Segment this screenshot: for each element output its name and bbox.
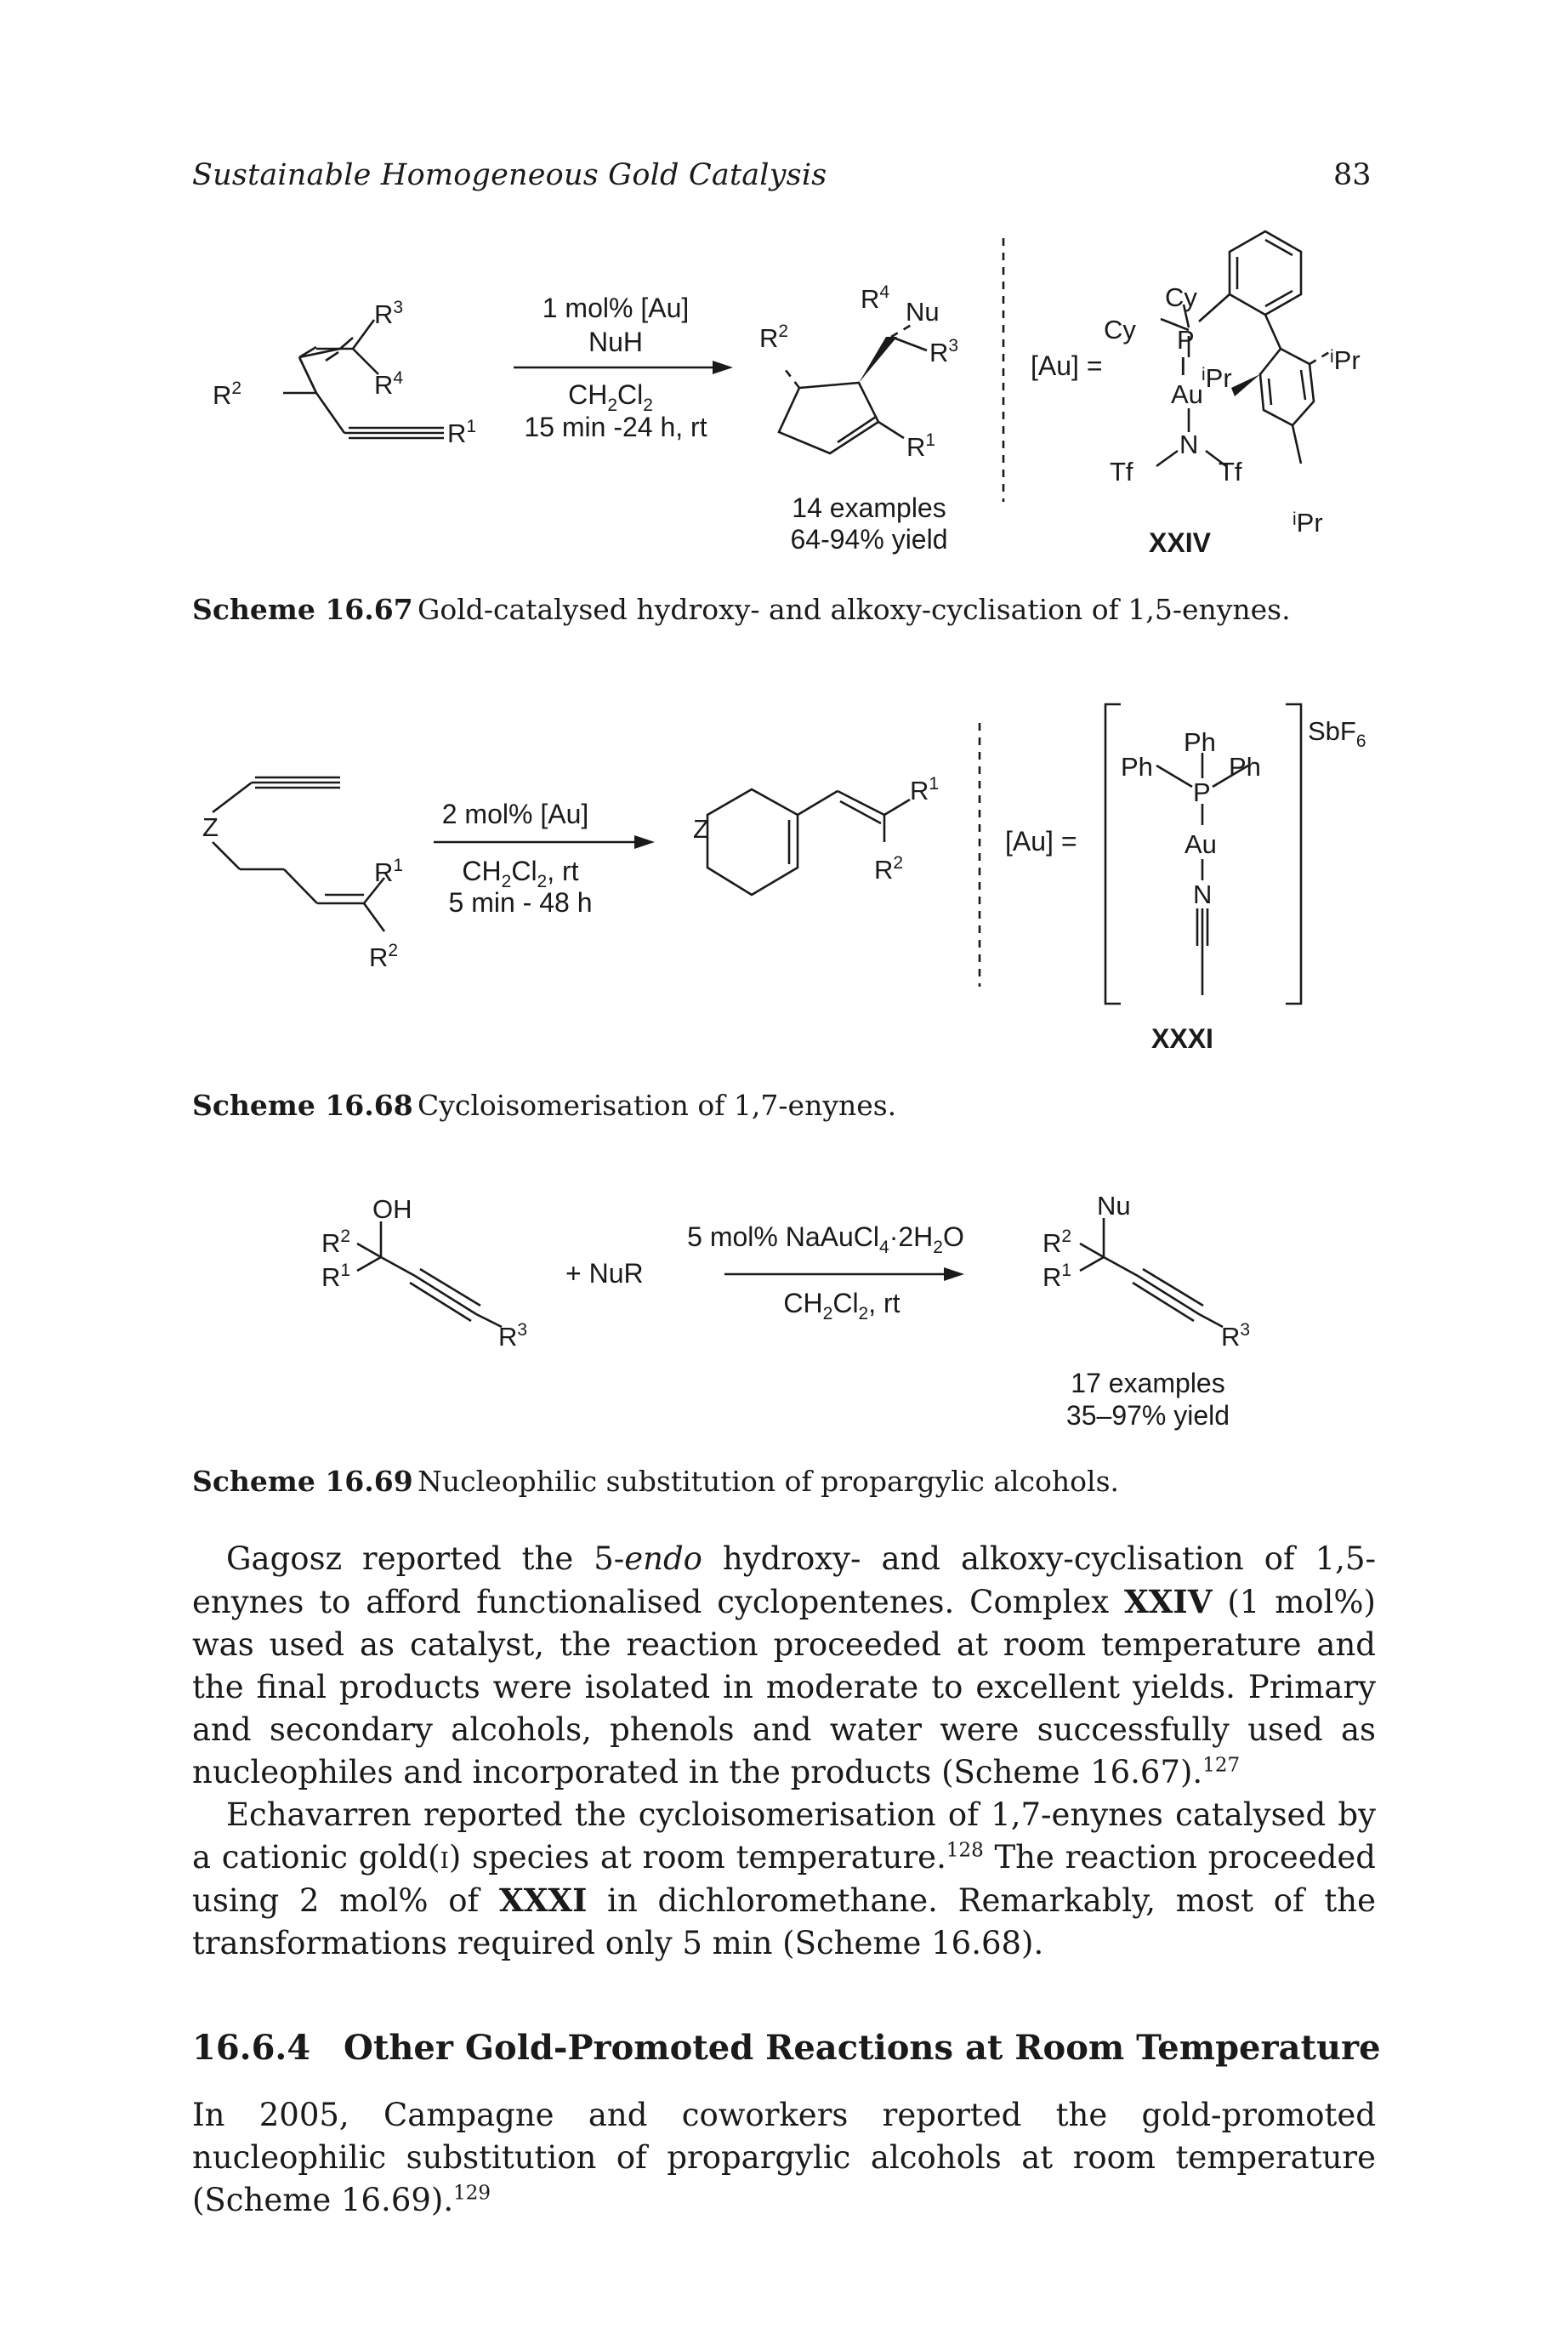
s69-reagent: + NuR <box>565 1258 644 1289</box>
scheme-16-69: R2 OH R1 R3 + NuR 5 mol% NaAuCl4·2H2O CH… <box>321 1191 1250 1431</box>
sm-enyne-15 <box>283 319 444 440</box>
prod69-r2: R2 <box>1042 1227 1071 1258</box>
s68-cond-below-2: 5 min - 48 h <box>449 887 593 918</box>
xxxi-au: Au <box>1185 829 1217 859</box>
sm68-z: Z <box>202 812 219 842</box>
catalyst-xxxi-structure <box>1156 753 1249 995</box>
caption-16-69-label: Scheme 16.69 <box>192 1465 413 1498</box>
xxiv-label: XXIV <box>1149 527 1212 558</box>
sm-r4-label: R4 <box>374 368 403 400</box>
xxiv-bar: I <box>1179 351 1187 381</box>
caption-16-67-label: Scheme 16.67 <box>192 593 413 626</box>
s67-examples: 14 examples <box>792 492 946 523</box>
xxxi-n: N <box>1193 879 1212 909</box>
sm-r1-label: R1 <box>447 417 476 448</box>
xxxi-ph-left: Ph <box>1121 752 1153 782</box>
xxxi-counterion: SbF6 <box>1308 716 1366 751</box>
scheme-16-67: R3 R4 R2 R1 1 mol% [Au] NuH CH2Cl2 15 mi… <box>213 230 1361 558</box>
scheme-16-68: Z R1 R2 2 mol% [Au] CH2Cl2, rt 5 min - 4… <box>202 703 1366 1054</box>
product-cyclopentene <box>777 322 928 455</box>
sm-r2-label: R2 <box>213 379 241 410</box>
xxiv-ipr-3: iPr <box>1292 508 1323 538</box>
xxiv-tf-left: Tf <box>1110 457 1133 487</box>
caption-16-68-label: Scheme 16.68 <box>192 1089 413 1122</box>
xxiv-ipr-1: iPr <box>1202 363 1232 393</box>
xxxi-ph-right: Ph <box>1229 752 1261 782</box>
section-number: 16.6.4 <box>192 2028 311 2068</box>
catalyst-xxxi-brackets <box>1104 703 1303 1005</box>
sm-r3-label: R3 <box>374 298 403 329</box>
catalyst-xxiv-structure <box>1156 230 1332 468</box>
prod69-r3: R3 <box>1221 1320 1250 1352</box>
prod69-nu: Nu <box>1097 1191 1131 1221</box>
running-title: Sustainable Homogeneous Gold Catalysis <box>192 158 827 192</box>
caption-16-68-text: Cycloisomerisation of 1,7-enynes. <box>418 1089 897 1122</box>
sm-enyne-17 <box>212 776 386 932</box>
prod-nu: Nu <box>906 297 940 327</box>
prod69-r1: R1 <box>1042 1261 1071 1292</box>
sm68-r2: R2 <box>369 941 398 972</box>
prod-r4: R4 <box>861 282 889 314</box>
xxiv-ipr-2: iPr <box>1330 345 1361 375</box>
prod-r2: R2 <box>759 322 788 353</box>
s67-solvent: CH2Cl2 <box>568 379 653 415</box>
sm69-r1: R1 <box>321 1261 350 1292</box>
sm69-oh: OH <box>372 1194 412 1224</box>
sm-propargylic-alcohol <box>356 1221 503 1329</box>
page-number: 83 <box>1333 158 1372 192</box>
xxiv-p: P <box>1177 325 1195 355</box>
s69-cond-below: CH2Cl2, rt <box>783 1288 900 1324</box>
caption-16-67-text: Gold-catalysed hydroxy- and alkoxy-cycli… <box>418 593 1291 626</box>
s69-yield: 35–97% yield <box>1066 1400 1230 1431</box>
xxiv-n: N <box>1179 430 1198 459</box>
s67-time: 15 min -24 h, rt <box>524 412 707 442</box>
xxxi-p: P <box>1193 777 1211 807</box>
paragraph-campagne: In 2005, Campagne and coworkers reported… <box>192 2097 1376 2218</box>
product-diene-ring <box>706 788 911 897</box>
xxiv-cy-left: Cy <box>1104 315 1136 344</box>
section-title: Other Gold-Promoted Reactions at Room Te… <box>344 2028 1381 2068</box>
xxxi-ph-top: Ph <box>1184 727 1216 757</box>
xxiv-tf-right: Tf <box>1219 457 1242 487</box>
paragraph-campagne-wrap: In 2005, Campagne and coworkers reported… <box>192 2094 1376 2222</box>
caption-16-69-text: Nucleophilic substitution of propargylic… <box>418 1465 1120 1498</box>
body-paragraphs: Gagosz reported the 5-endo hydroxy- and … <box>192 1538 1376 1965</box>
sm68-r1: R1 <box>374 856 403 887</box>
s68-cond-below-1: CH2Cl2, rt <box>462 856 578 891</box>
prod-r1: R1 <box>906 430 935 462</box>
xxxi-label: XXXI <box>1151 1023 1213 1054</box>
prod68-r1: R1 <box>910 774 939 805</box>
prod68-z: Z <box>693 814 709 844</box>
paragraph-echavarren: Echavarren reported the cycloisomerisati… <box>192 1796 1376 1961</box>
s69-cond-above: 5 mol% NaAuCl4·2H2O <box>687 1221 964 1257</box>
sm69-r2: R2 <box>321 1227 350 1258</box>
s67-catalyst-eq: [Au] = <box>1031 350 1103 381</box>
product-propargylic <box>1079 1218 1224 1329</box>
s68-catalyst-eq: [Au] = <box>1005 826 1077 857</box>
sm69-r3: R3 <box>498 1320 527 1352</box>
prod-r3: R3 <box>929 336 958 367</box>
prod68-r2: R2 <box>874 853 903 885</box>
s68-cond-above: 2 mol% [Au] <box>442 799 589 829</box>
s69-examples: 17 examples <box>1071 1368 1224 1398</box>
xxiv-cy-top: Cy <box>1165 282 1197 312</box>
section-heading: 16.6.4 Other Gold-Promoted Reactions at R… <box>192 2028 1381 2068</box>
paragraph-gagosz: Gagosz reported the 5-endo hydroxy- and … <box>192 1540 1376 1790</box>
s67-yield: 64-94% yield <box>791 524 948 555</box>
s67-cond-2: NuH <box>588 327 643 357</box>
xxiv-au: Au <box>1171 379 1203 409</box>
s67-cond-1: 1 mol% [Au] <box>543 293 690 323</box>
